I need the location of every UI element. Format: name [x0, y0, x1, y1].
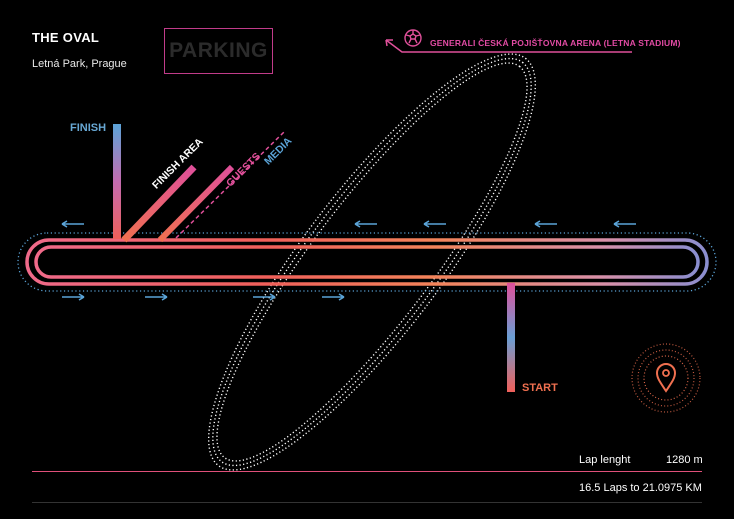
stadium-outline	[207, 53, 537, 471]
lap-length-value: 1280 m	[666, 454, 703, 466]
outer-dotted-ring	[17, 232, 717, 292]
finish-area-bar	[121, 164, 197, 243]
finish-label: FINISH	[70, 122, 107, 134]
running-track	[25, 238, 709, 286]
stadium-pointer	[385, 39, 632, 53]
map-subtitle: Letná Park, Prague	[32, 58, 127, 70]
guests-line	[175, 131, 285, 239]
laps-summary: 16.5 Laps to 21.0975 KM	[579, 482, 702, 494]
direction-arrows-left	[61, 220, 636, 228]
bottom-divider	[32, 502, 702, 503]
start-label: START	[522, 382, 558, 394]
map-pin-icon	[631, 343, 701, 413]
lap-length-label: Lap lenght	[579, 454, 631, 466]
divider	[32, 471, 702, 472]
finish-area-bar-2	[157, 164, 235, 243]
parking-label: PARKING	[164, 28, 273, 74]
map-title: THE OVAL	[32, 30, 100, 45]
soccer-ball-icon	[404, 29, 422, 47]
direction-arrows-right	[62, 293, 345, 301]
finish-line	[113, 124, 121, 239]
stadium-label: GENERALI ČESKÁ POJIŠŤOVNA ARENA (LETNA S…	[430, 38, 681, 48]
start-line	[507, 283, 515, 392]
